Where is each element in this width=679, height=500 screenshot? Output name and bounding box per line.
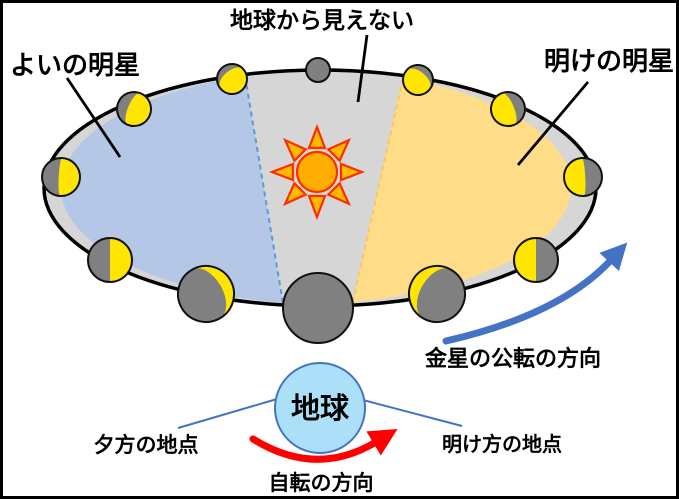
sight-line-evening	[177, 398, 278, 429]
venus-phase	[282, 272, 354, 344]
sun-rays	[268, 123, 366, 221]
sun-body	[295, 150, 339, 194]
venus-phase	[402, 64, 434, 96]
sun-ray	[339, 162, 366, 182]
sun-ray	[282, 137, 308, 163]
venus-phase	[408, 265, 466, 323]
venus-phase	[41, 157, 81, 197]
venus-phase	[177, 265, 235, 323]
rotation-label: 自転の方向	[269, 471, 374, 495]
dashed-boundary-left	[244, 75, 284, 304]
sight-line-morning	[362, 399, 463, 427]
revolution-arrow	[442, 242, 628, 345]
venus-phase	[216, 63, 248, 95]
venus-phase	[305, 57, 331, 83]
sector-morning-star	[353, 78, 572, 302]
dashed-boundary-right	[352, 77, 404, 303]
sun-ray	[268, 162, 295, 182]
sun-ray	[282, 181, 308, 207]
leader-invisible	[356, 34, 369, 103]
leader-morning-star	[516, 81, 590, 166]
sun-ray	[326, 181, 352, 207]
evening-star-label: よいの明星	[10, 50, 140, 80]
rotation-arrow	[249, 429, 398, 463]
morning-point-label: 明け方の地点	[442, 432, 562, 456]
venus-phase	[563, 157, 603, 197]
sun-icon	[268, 123, 366, 221]
venus-phase	[87, 237, 133, 283]
invisible-label: 地球から見えない	[230, 7, 414, 33]
sun-ray	[307, 194, 327, 221]
earth-circle	[274, 362, 366, 454]
leader-evening-star	[65, 77, 122, 158]
venus-phase	[490, 91, 526, 127]
sun-ray	[307, 123, 327, 150]
sun-ray	[326, 137, 352, 163]
morning-star-label: 明けの明星	[544, 46, 674, 76]
revolution-label: 金星の公転の方向	[424, 346, 601, 371]
venus-phases	[41, 57, 603, 344]
evening-point-label: 夕方の地点	[94, 433, 199, 457]
earth-label: 地球	[291, 392, 350, 425]
venus-phase	[116, 91, 152, 127]
venus-phase	[513, 237, 559, 283]
